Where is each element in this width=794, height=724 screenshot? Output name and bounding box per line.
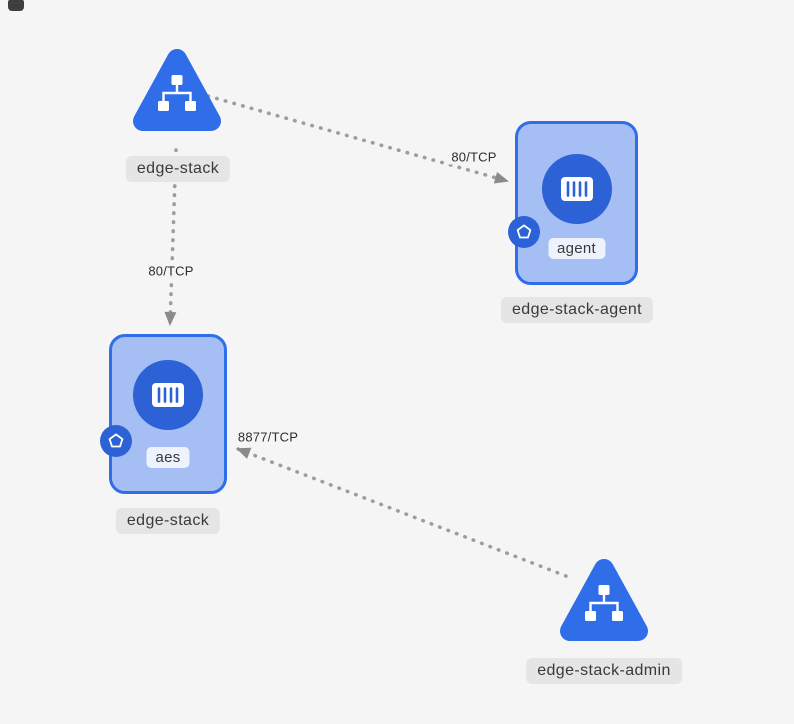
container-name: aes: [146, 447, 190, 468]
edge-port-label: 80/TCP: [448, 149, 500, 165]
service-node-edge-stack[interactable]: [128, 43, 226, 138]
service-node-edge-stack-admin[interactable]: [555, 553, 653, 648]
node-label-edge-stack-pod: edge-stack: [115, 508, 221, 534]
node-label-edge-stack-service: edge-stack: [125, 156, 231, 182]
edge-port-label: 80/TCP: [145, 263, 197, 279]
sitemap-icon: [133, 49, 221, 131]
pentagon-badge-icon: [100, 425, 132, 457]
sitemap-icon: [560, 559, 648, 641]
pentagon-badge-icon: [508, 216, 540, 248]
container-icon: [152, 383, 184, 407]
edge-line-edge-stack-to-agent: [206, 94, 509, 184]
edge-line-admin-to-aes: [236, 447, 568, 578]
corner-artifact: [8, 0, 24, 11]
pod-node-edge-stack-agent[interactable]: agent: [508, 121, 638, 285]
container-icon: [560, 177, 593, 201]
pod-node-edge-stack[interactable]: aes: [100, 334, 227, 494]
node-label-edge-stack-agent-pod: edge-stack-agent: [500, 297, 654, 323]
edge-port-label: 8877/TCP: [234, 429, 302, 445]
container-circle: [541, 154, 612, 224]
container-name: agent: [547, 238, 606, 259]
node-label-edge-stack-admin-service: edge-stack-admin: [526, 658, 682, 684]
container-circle: [133, 360, 203, 430]
